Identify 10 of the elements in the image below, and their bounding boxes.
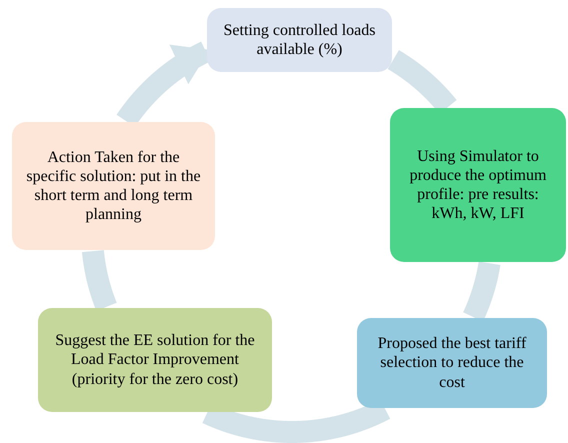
process-box: [207, 8, 392, 72]
step-text: Suggest the EE solution for the Load Factor Improvement (priority for the zero cost): [54, 331, 256, 389]
process-box: [38, 308, 272, 412]
step-text: Setting controlled loads available (%): [222, 20, 376, 60]
step-text: Action Taken for the specific solution: put in the short term and long term planning: [26, 148, 201, 224]
step-text: Proposed the best tariff selection to reduce the cost: [376, 334, 528, 392]
process-box: [390, 108, 566, 262]
step-text: Using Simulator to produce the optimum profile: pre results: kWh, kW, LFI: [408, 146, 548, 224]
process-box: [357, 318, 547, 408]
process-box: [12, 122, 215, 250]
